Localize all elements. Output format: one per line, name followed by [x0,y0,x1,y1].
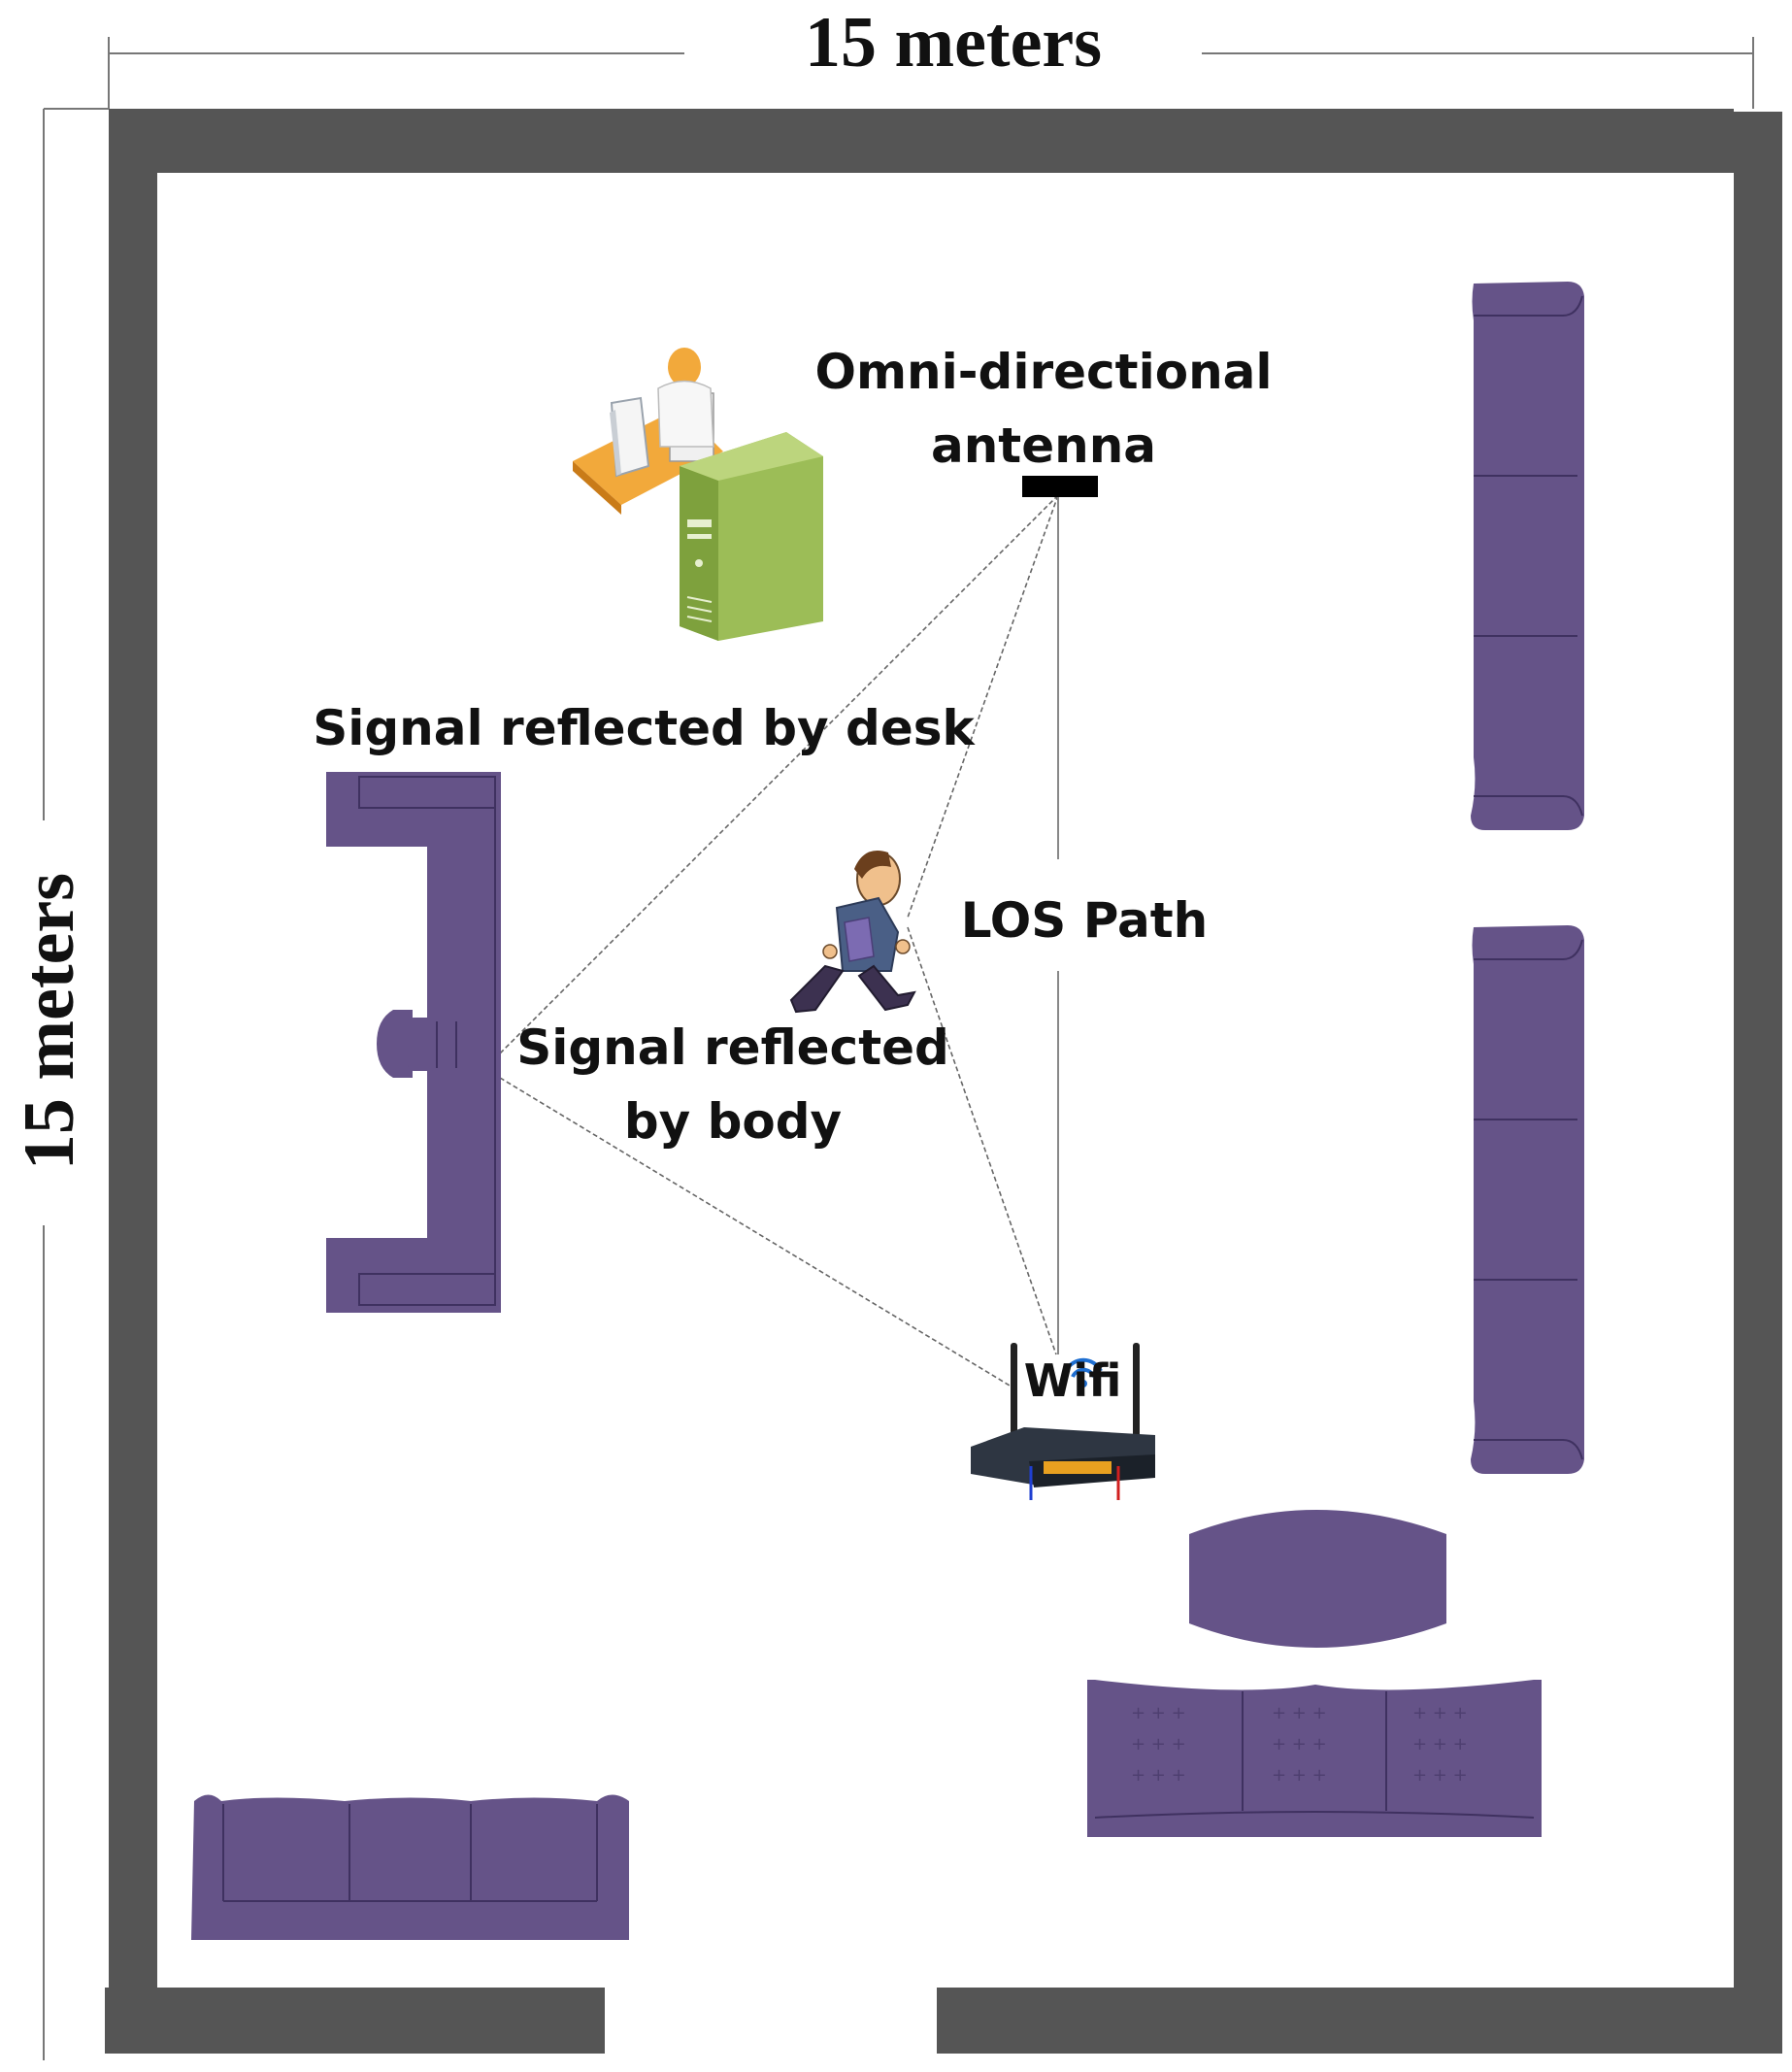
desk-reflection-label: Signal reflected by desk [313,700,976,756]
desk-chair [377,1010,493,1078]
body-reflection-label-line2: by body [624,1093,842,1150]
right-wall [1734,112,1782,2015]
height-dimension: 15 meters [10,108,109,2060]
left-wall [109,109,157,2049]
svg-text:+ + +: + + + [1131,1703,1186,1723]
svg-text:+ + +: + + + [1272,1734,1327,1755]
walking-person-icon [789,851,916,1014]
workstation-icon [573,348,823,641]
svg-text:+ + +: + + + [1131,1765,1186,1786]
desk [326,772,501,1313]
svg-text:+ + +: + + + [1272,1765,1327,1786]
antenna-icon [1022,476,1098,497]
width-dimension-label: 15 meters [805,3,1102,83]
los-path-label: LOS Path [961,892,1209,949]
bottom-wall-right [937,1988,1782,2054]
coffee-table [1189,1510,1446,1648]
signal-paths [499,494,1087,1389]
antenna-label-line2: antenna [931,418,1156,474]
svg-text:+ + +: + + + [1412,1703,1468,1723]
height-dimension-label: 15 meters [10,873,89,1170]
svg-text:+ + +: + + + [1272,1703,1327,1723]
body-reflection-label-line1: Signal reflected [516,1019,949,1076]
antenna-label-line1: Omni-directional [814,344,1272,400]
tufted-sofa: + + + + + + + + + + + + + + + + + + + + + + +… [1087,1680,1542,1837]
wifi-router-icon [971,1343,1155,1500]
room-walls [105,109,1782,2054]
router-label: Wifi [1024,1354,1122,1407]
los-label-gap [1029,859,1087,971]
svg-text:+ + +: + + + [1412,1765,1468,1786]
top-wall [109,109,1734,173]
desk-reflection-path-lower [499,1077,1015,1389]
svg-text:+ + +: + + + [1412,1734,1468,1755]
width-dimension: 15 meters [108,3,1754,109]
right-sofa-upper [1471,282,1584,830]
body-reflection-path-lower [907,926,1057,1355]
body-reflection-path-upper [907,494,1059,919]
svg-text:+ + +: + + + [1131,1734,1186,1755]
bottom-left-sofa [191,1794,629,1940]
bottom-wall-left [105,1988,605,2054]
right-sofa-lower [1471,925,1584,1474]
